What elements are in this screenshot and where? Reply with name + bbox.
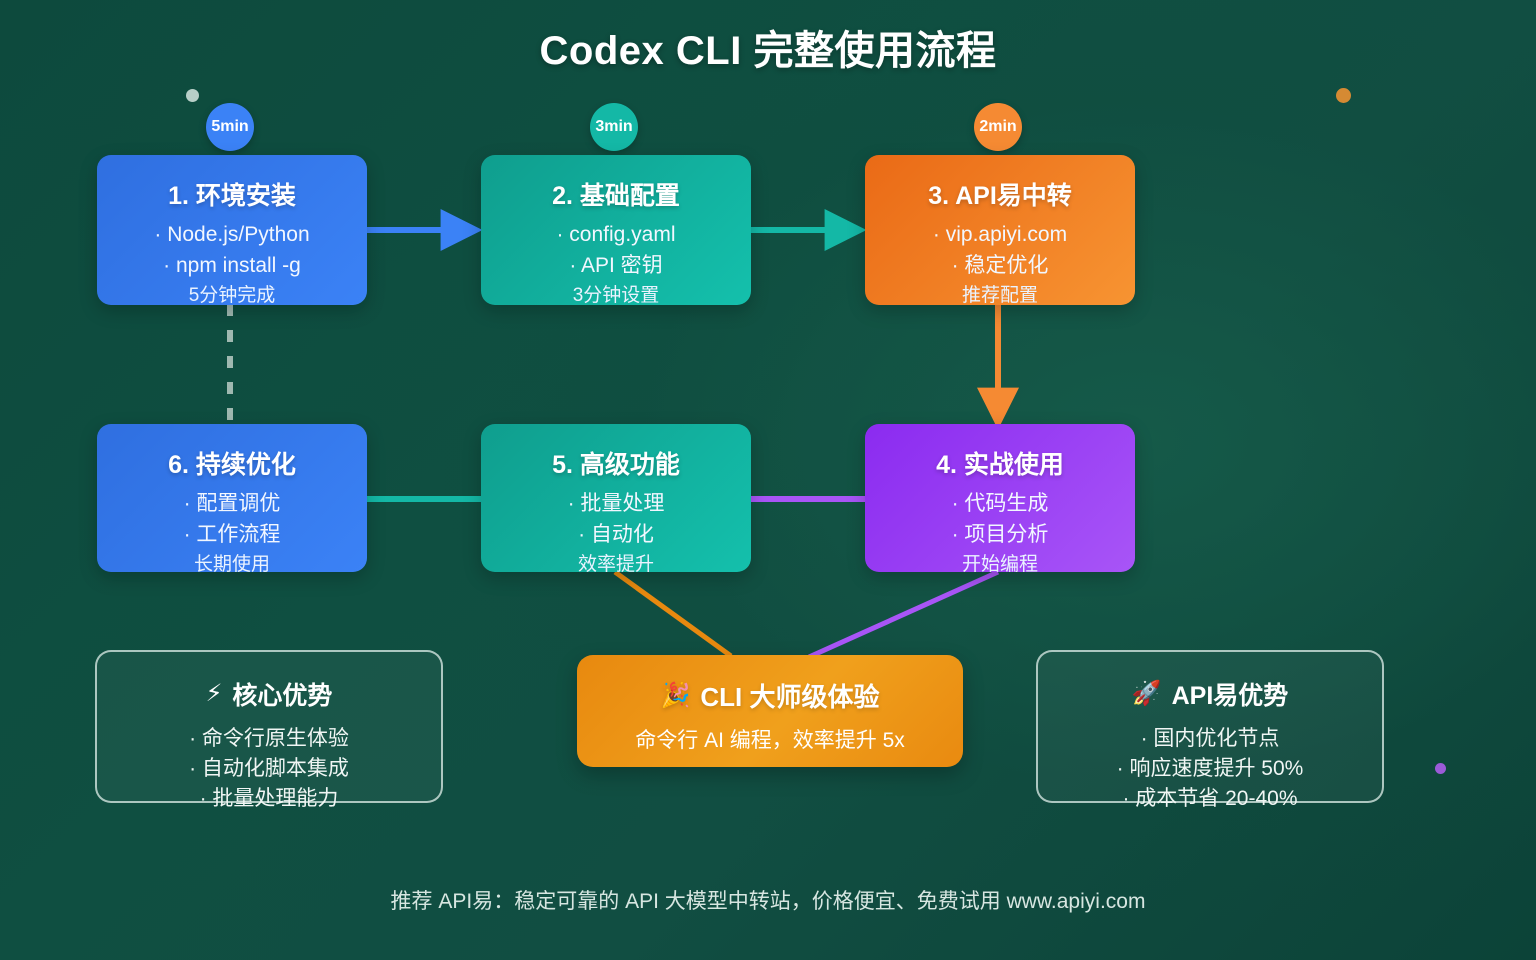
core-advantages-card: ⚡ 核心优势 · 命令行原生体验 · 自动化脚本集成 · 批量处理能力 [95, 650, 443, 810]
step-title: 2. 基础配置 [552, 182, 680, 210]
card-title: API易优势 [1171, 682, 1289, 710]
apiyi-advantages-card: 🚀 API易优势 · 国内优化节点 · 响应速度提升 50% · 成本节省 20… [1036, 650, 1384, 810]
step-title: 3. API易中转 [928, 182, 1072, 210]
step-bullet: · 代码生成 [951, 492, 1049, 516]
step-bullet: · 项目分析 [951, 522, 1049, 546]
step-title: 5. 高级功能 [552, 451, 680, 479]
step-title: 4. 实战使用 [936, 451, 1064, 479]
step-footnote: 开始编程 [961, 554, 1038, 572]
step-footnote: 推荐配置 [961, 285, 1038, 305]
time-badge-step-1: 5min [206, 103, 254, 151]
footer-note: 推荐 API易：稳定可靠的 API 大模型中转站，价格便宜、免费试用 www.a… [390, 890, 1146, 913]
time-badge-step-3: 2min [974, 103, 1022, 151]
banner-title-row: 🎉 CLI 大师级体验 [577, 677, 963, 714]
step-bullet: · 配置调优 [183, 492, 281, 516]
rocket-icon: 🚀 [1131, 680, 1162, 707]
page-title: Codex CLI 完整使用流程 [539, 29, 997, 73]
step-footnote: 效率提升 [577, 554, 654, 572]
step-footnote: 5分钟完成 [188, 285, 276, 305]
step-footnote: 3分钟设置 [572, 285, 660, 305]
step-bullet: · 稳定优化 [951, 253, 1049, 277]
connector-step4-to-banner [807, 569, 1000, 660]
dot-top-left [186, 89, 199, 102]
step-title: 6. 持续优化 [168, 451, 296, 479]
time-badge-label: 3min [595, 118, 633, 135]
time-badge-step-2: 3min [590, 103, 638, 151]
highlight-banner: 🎉 CLI 大师级体验 命令行 AI 编程，效率提升 5x [577, 655, 963, 767]
card-title-row: ⚡ 核心优势 [97, 676, 441, 712]
step-bullet: · Node.js/Python [154, 223, 310, 247]
card-line: · 批量处理能力 [199, 786, 339, 810]
time-badge-label: 5min [211, 118, 249, 135]
step-box-1[interactable]: 1. 环境安装 · Node.js/Python · npm install -… [97, 155, 367, 305]
high-voltage-icon: ⚡ [205, 680, 223, 707]
step-bullet: · API 密钥 [569, 253, 663, 277]
card-line: · 命令行原生体验 [189, 727, 349, 750]
card-line: · 自动化脚本集成 [189, 756, 349, 780]
step-title: 1. 环境安装 [168, 182, 296, 210]
dot-top-right [1336, 88, 1351, 103]
card-line: · 响应速度提升 50% [1116, 756, 1304, 780]
step-bullet: · config.yaml [556, 223, 676, 247]
step-box-2[interactable]: 2. 基础配置 · config.yaml · API 密钥 3分钟设置 [481, 155, 751, 305]
dot-bottom-right [1435, 763, 1446, 774]
card-line: · 国内优化节点 [1140, 727, 1280, 750]
party-popper-icon: 🎉 [660, 681, 691, 709]
step-bullet: · vip.apiyi.com [932, 223, 1068, 247]
step-footnote: 长期使用 [193, 554, 270, 572]
step-box-3[interactable]: 3. API易中转 · vip.apiyi.com · 稳定优化 推荐配置 [865, 155, 1135, 305]
card-title: 核心优势 [232, 682, 333, 710]
card-line: · 成本节省 20-40% [1122, 786, 1298, 810]
time-badge-label: 2min [979, 118, 1017, 135]
step-box-5[interactable]: 5. 高级功能 · 批量处理 · 自动化 效率提升 [481, 424, 751, 572]
card-title-row: 🚀 API易优势 [1038, 676, 1382, 712]
step-bullet: · 工作流程 [183, 522, 281, 546]
banner-subtitle: 命令行 AI 编程，效率提升 5x [635, 729, 905, 752]
step-box-4[interactable]: 4. 实战使用 · 代码生成 · 项目分析 开始编程 [865, 424, 1135, 572]
banner-title: CLI 大师级体验 [700, 682, 880, 712]
step-box-6[interactable]: 6. 持续优化 · 配置调优 · 工作流程 长期使用 [97, 424, 367, 572]
connector-step5-to-banner [613, 569, 733, 659]
step-bullet: · 批量处理 [567, 492, 665, 516]
step-bullet: · npm install -g [163, 253, 301, 277]
step-bullet: · 自动化 [578, 522, 654, 546]
